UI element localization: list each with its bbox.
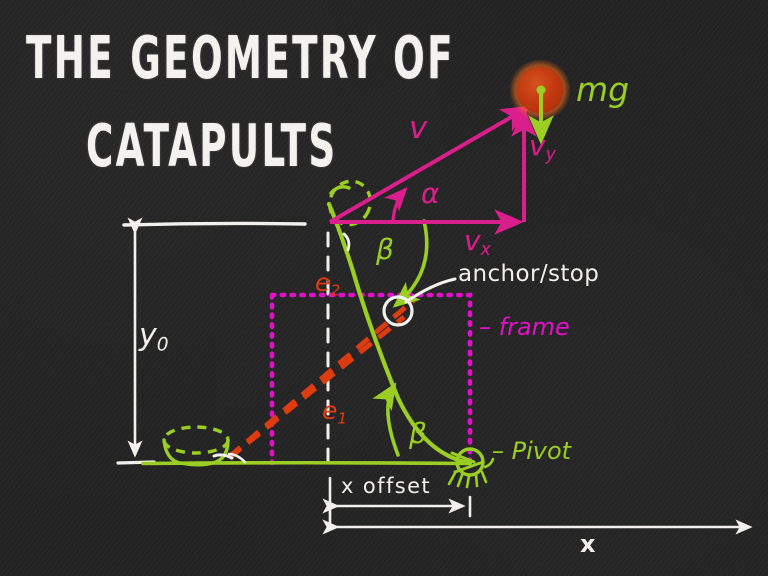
velocity-vector-v (328, 105, 532, 224)
label-y0-base: y (139, 318, 157, 353)
x-offset-dimension (322, 476, 472, 518)
pivot (447, 447, 495, 489)
reference-line (122, 221, 307, 227)
label-x-offset: x offset (341, 474, 432, 498)
label-alpha: α (421, 177, 440, 210)
label-vy-base: v (529, 129, 546, 162)
label-e1: e1 (322, 396, 347, 428)
gravity-vector-mg (528, 85, 554, 145)
energy-arm-e2 (227, 298, 416, 459)
label-vy-sub: y (545, 145, 556, 166)
page-title-line2: CATAPULTS (86, 112, 338, 181)
throwing-arm (326, 201, 473, 466)
label-y0-sub: 0 (156, 334, 169, 356)
label-frame: – frame (479, 313, 570, 341)
label-vx-base: v (464, 224, 481, 257)
label-beta-top: β (376, 233, 394, 266)
label-mg: mg (576, 70, 630, 109)
label-x-axis: x (580, 530, 596, 558)
label-y0: y0 (139, 318, 169, 356)
x-axis (322, 511, 753, 535)
label-e1-base: e (322, 396, 338, 425)
anchor-stop-marker (382, 277, 457, 327)
alpha-arc (384, 187, 408, 224)
frame-rectangle (269, 292, 473, 466)
label-vx-sub: x (480, 240, 491, 261)
label-e1-sub: 1 (337, 409, 348, 428)
label-v: v (409, 110, 428, 146)
label-e2-base: e (315, 268, 331, 297)
label-vx: vx (464, 224, 491, 260)
right-angle-tick (342, 232, 351, 252)
page-title-line1: THE GEOMETRY OF (26, 24, 455, 93)
label-pivot: – Pivot (492, 437, 572, 465)
label-anchor-stop: anchor/stop (458, 261, 600, 287)
label-e2: e2 (315, 268, 340, 300)
label-beta-bottom: β (409, 417, 427, 450)
label-vy: vy (529, 129, 556, 165)
counterweight-pouch (162, 425, 247, 467)
beta-arc-bottom (372, 382, 400, 457)
label-e2-sub: 2 (330, 281, 341, 300)
